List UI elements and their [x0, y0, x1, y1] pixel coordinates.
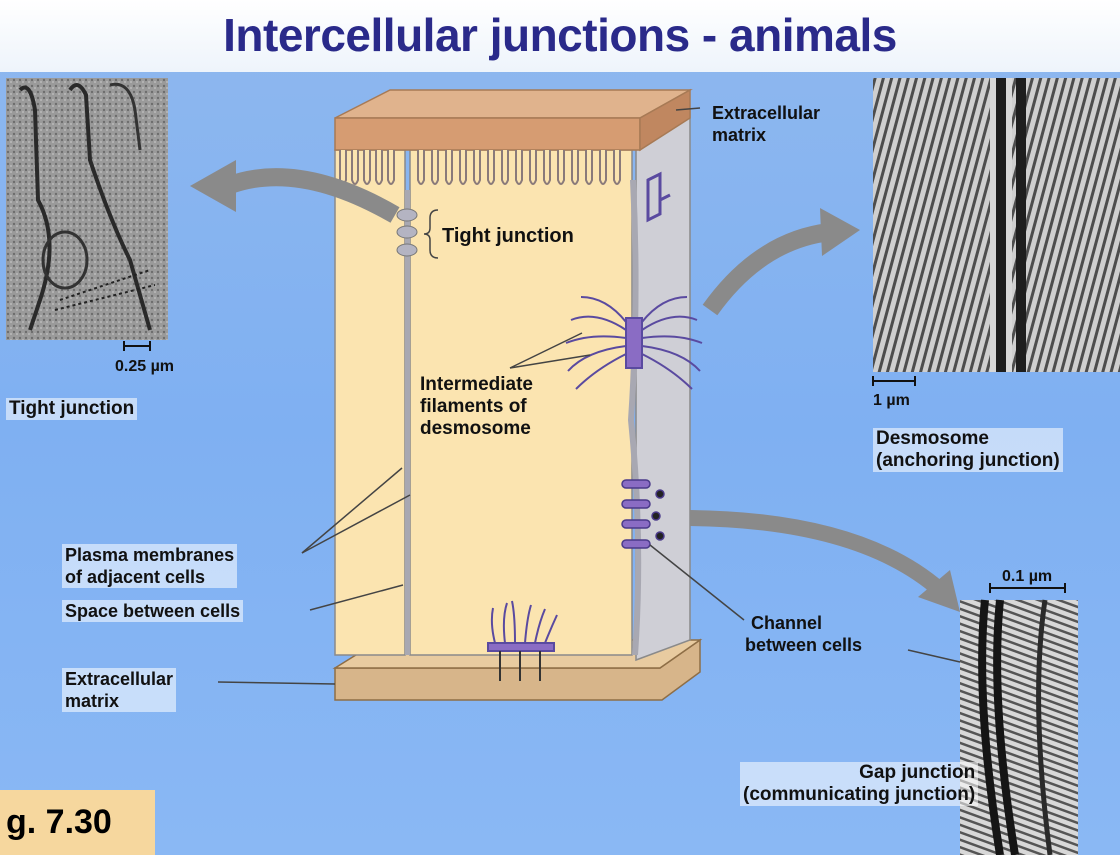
extracellular-matrix-top-label: Extracellular matrix [712, 102, 820, 146]
intermediate-filaments-label: Intermediate filaments of desmosome [420, 374, 533, 440]
plasma-membranes-label: Plasma membranes of adjacent cells [62, 544, 237, 588]
desmosome-scale: 1 µm [873, 390, 910, 412]
desmosome-caption: Desmosome (anchoring junction) [873, 428, 1063, 472]
extracellular-matrix-bottom-label: Extracellular matrix [62, 668, 176, 712]
tight-junction-micrograph [6, 78, 168, 340]
tight-junction-callout: Tight junction [442, 225, 574, 247]
right-cell [636, 110, 690, 660]
space-between-cells-label: Space between cells [62, 600, 243, 622]
tight-junction-caption: Tight junction [6, 398, 137, 420]
desmosome-micrograph [873, 78, 1120, 372]
gap-junction-micrograph [960, 600, 1078, 855]
channel-between-cells-label: Channel between cells [745, 612, 862, 656]
extracellular-matrix-top [335, 118, 640, 150]
figure-number-label: g. 7.30 [0, 790, 155, 855]
gap-junction-scale: 0.1 µm [1002, 566, 1052, 588]
tight-junction-scale: 0.25 µm [115, 356, 174, 378]
gap-junction-caption: Gap junction (communicating junction) [740, 762, 978, 806]
tight-junction-beads [397, 209, 417, 256]
left-cell [335, 150, 405, 655]
